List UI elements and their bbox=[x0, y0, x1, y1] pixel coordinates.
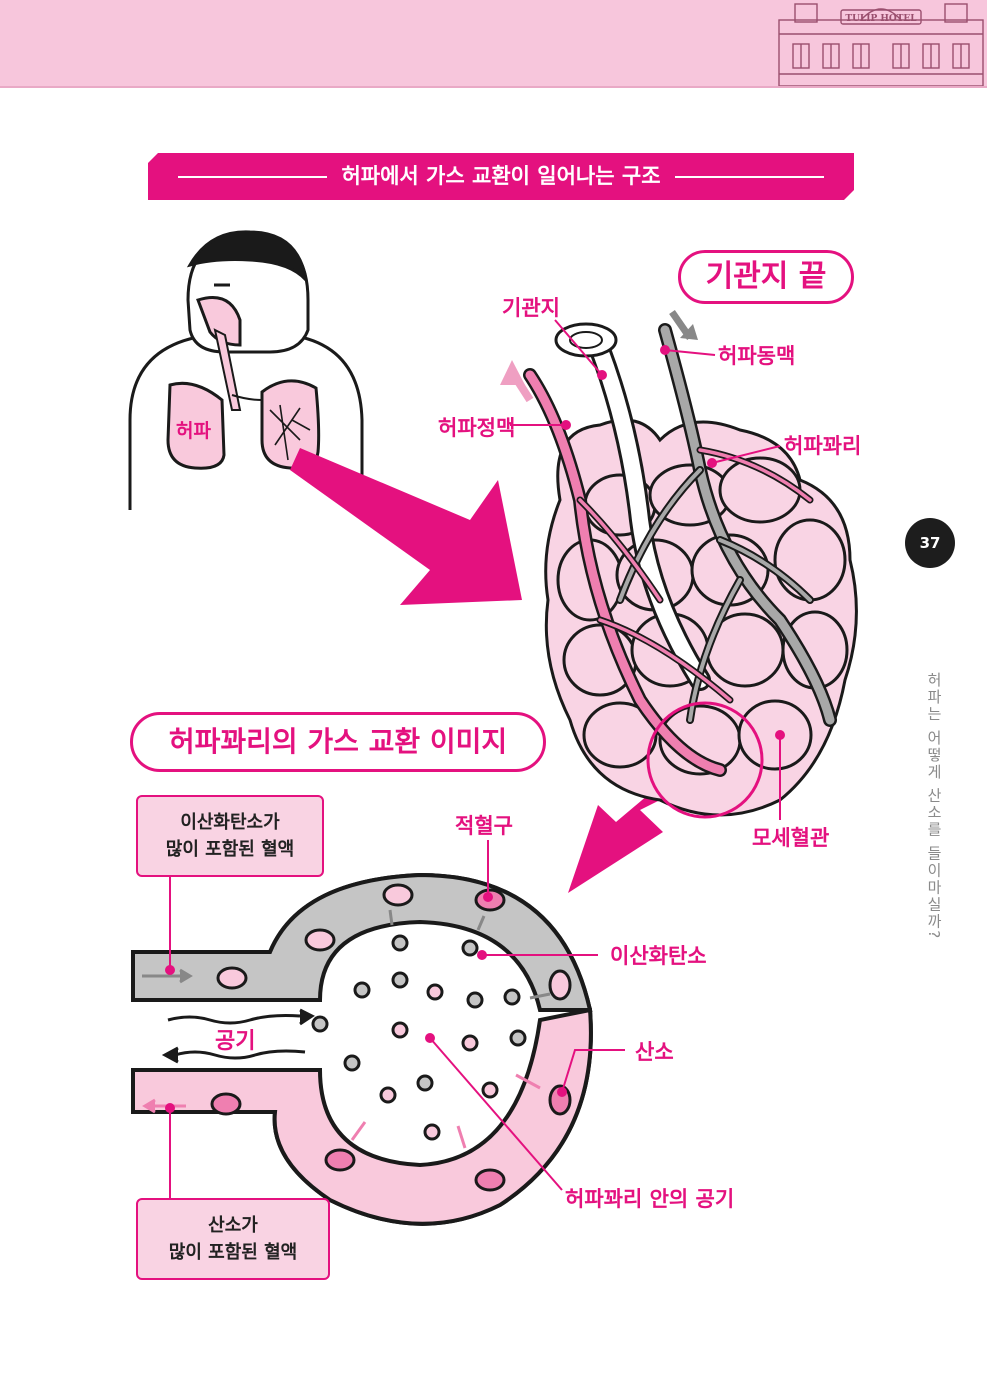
exchange-diagram bbox=[131, 872, 593, 1226]
label-bronchiole: 기관지 bbox=[502, 296, 560, 320]
label-air: 공기 bbox=[215, 1029, 256, 1054]
hotel-illustration: TULIP HOTEL bbox=[778, 3, 984, 86]
label-oxygen: 산소 bbox=[635, 1040, 674, 1064]
box-o2-blood: 산소가 많이 포함된 혈액 bbox=[136, 1198, 330, 1280]
label-alveoli: 허파꽈리 bbox=[784, 434, 862, 458]
box-co2-line1: 이산화탄소가 bbox=[180, 812, 280, 833]
label-capillaries: 모세혈관 bbox=[752, 826, 830, 850]
pill-bronchiole-end: 기관지 끝 bbox=[678, 250, 854, 304]
arrow-to-exchange bbox=[568, 768, 700, 893]
label-carbon-dioxide: 이산화탄소 bbox=[610, 944, 707, 968]
hotel-sign: TULIP HOTEL bbox=[845, 14, 917, 24]
chapter-title: 허파는 어떻게 산소를 들이마실까? bbox=[925, 672, 943, 941]
box-co2-line2: 많이 포함된 혈액 bbox=[165, 839, 295, 860]
label-lung: 허파 bbox=[176, 420, 211, 442]
diagram-title-bar: 허파에서 가스 교환이 일어나는 구조 bbox=[148, 153, 854, 200]
pill-exchange-title: 허파꽈리의 가스 교환 이미지 bbox=[130, 712, 546, 772]
box-o2-line2: 많이 포함된 혈액 bbox=[168, 1242, 298, 1263]
label-pulmonary-artery: 허파동맥 bbox=[718, 344, 796, 368]
box-o2-line1: 산소가 bbox=[208, 1215, 258, 1236]
label-red-blood-cell: 적혈구 bbox=[455, 814, 513, 838]
label-air-in-alveolus: 허파꽈리 안의 공기 bbox=[565, 1187, 735, 1211]
diagram-title: 허파에서 가스 교환이 일어나는 구조 bbox=[327, 164, 674, 188]
box-co2-blood: 이산화탄소가 많이 포함된 혈액 bbox=[136, 795, 324, 877]
label-pulmonary-vein: 허파정맥 bbox=[438, 416, 516, 440]
page-number: 37 bbox=[905, 518, 955, 568]
alveolar-cluster bbox=[544, 418, 858, 817]
arrow-to-alveoli bbox=[290, 448, 522, 605]
